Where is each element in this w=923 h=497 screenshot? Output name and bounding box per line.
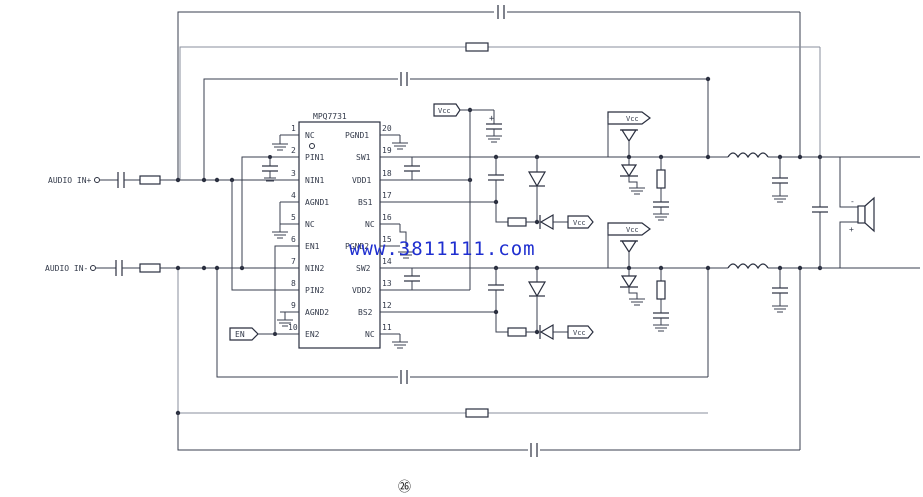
pin-1-label: NC — [305, 131, 315, 140]
pin-11-num: 11 — [382, 323, 392, 332]
pin-8-num: 8 — [291, 279, 296, 288]
chip-left-pins: 1 NC 2 PIN1 3 NIN1 4 AGND1 5 NC 6 EN1 7 … — [280, 124, 329, 339]
pin-2-label: PIN1 — [305, 153, 324, 162]
chip-name: MPQ7731 — [313, 112, 347, 121]
pin-11-label: NC — [365, 330, 375, 339]
pin-1-num: 1 — [291, 124, 296, 133]
input-plus: AUDIO IN+ — [48, 172, 295, 188]
pin-14-num: 14 — [382, 257, 392, 266]
pin-14-label: SW2 — [356, 264, 371, 273]
input-cross-wiring — [231, 155, 295, 291]
pin-5-num: 5 — [291, 213, 296, 222]
chip-right-pins: 20 PGND1 19 SW1 18 VDD1 17 BS1 16 NC 15 … — [345, 124, 400, 339]
enable-input: EN — [229, 245, 295, 341]
pin-15-label: PGND2 — [345, 242, 369, 251]
clamp-channel-1: Vcc — [607, 111, 669, 221]
watermark-text: www.3811111.com — [349, 238, 536, 260]
pin-7-num: 7 — [291, 257, 296, 266]
speaker: - + — [820, 156, 875, 269]
right-wiring: Vcc + — [392, 103, 920, 349]
pin-20-num: 20 — [382, 124, 392, 133]
input-minus: AUDIO IN- — [45, 260, 295, 276]
audio-in-plus-label: AUDIO IN+ — [48, 176, 92, 185]
pin-17-label: BS1 — [358, 198, 373, 207]
cap-plus-sign: + — [489, 114, 495, 124]
pin-4-label: AGND1 — [305, 198, 329, 207]
pin-4-num: 4 — [291, 191, 296, 200]
pin-6-num: 6 — [291, 235, 296, 244]
speaker-minus: - — [850, 197, 855, 206]
pin-6-label: EN1 — [305, 242, 320, 251]
ic-chip: MPQ7731 1 NC 2 PIN1 3 NIN1 4 AGND1 5 NC … — [280, 112, 400, 349]
vcc-label-main: Vcc — [438, 107, 451, 115]
pin-12-num: 12 — [382, 301, 392, 310]
pin-18-num: 18 — [382, 169, 392, 178]
pin-12-label: BS2 — [358, 308, 373, 317]
pin-13-num: 13 — [382, 279, 392, 288]
audio-in-minus-label: AUDIO IN- — [45, 264, 88, 273]
figure-number: ㉖ — [398, 480, 411, 495]
clamp-channel-2: Vcc — [607, 222, 669, 332]
vcc-label-bs2: Vcc — [573, 329, 586, 337]
pin-9-num: 9 — [291, 301, 296, 310]
left-grounds — [272, 135, 293, 327]
vcc-label-clamp1: Vcc — [626, 115, 639, 123]
pin-17-num: 17 — [382, 191, 392, 200]
pin-19-label: SW1 — [356, 153, 371, 162]
vcc-label-bs1: Vcc — [573, 219, 586, 227]
pin-8-label: PIN2 — [305, 286, 324, 295]
pin-16-label: NC — [365, 220, 375, 229]
pin-13-label: VDD2 — [352, 286, 371, 295]
output-filter — [705, 150, 828, 313]
pin-3-label: NIN1 — [305, 176, 324, 185]
pin-15-num: 15 — [382, 235, 392, 244]
pin-10-num: 10 — [288, 323, 298, 332]
pin-19-num: 19 — [382, 146, 392, 155]
enable-label: EN — [235, 330, 245, 339]
pin-16-num: 16 — [382, 213, 392, 222]
bootstrap-channel-1: Vcc — [488, 154, 594, 231]
vcc-label-clamp2: Vcc — [626, 226, 639, 234]
pin-2-num: 2 — [291, 146, 296, 155]
speaker-plus: + — [849, 225, 854, 234]
feedback-loops — [175, 5, 821, 457]
pin-9-label: AGND2 — [305, 308, 329, 317]
pin-5-label: NC — [305, 220, 315, 229]
pin-10-label: EN2 — [305, 330, 320, 339]
pin-7-label: NIN2 — [305, 264, 324, 273]
pin-3-num: 3 — [291, 169, 296, 178]
bootstrap-channel-2: Vcc — [488, 265, 594, 341]
pin-18-label: VDD1 — [352, 176, 371, 185]
pin-20-label: PGND1 — [345, 131, 369, 140]
